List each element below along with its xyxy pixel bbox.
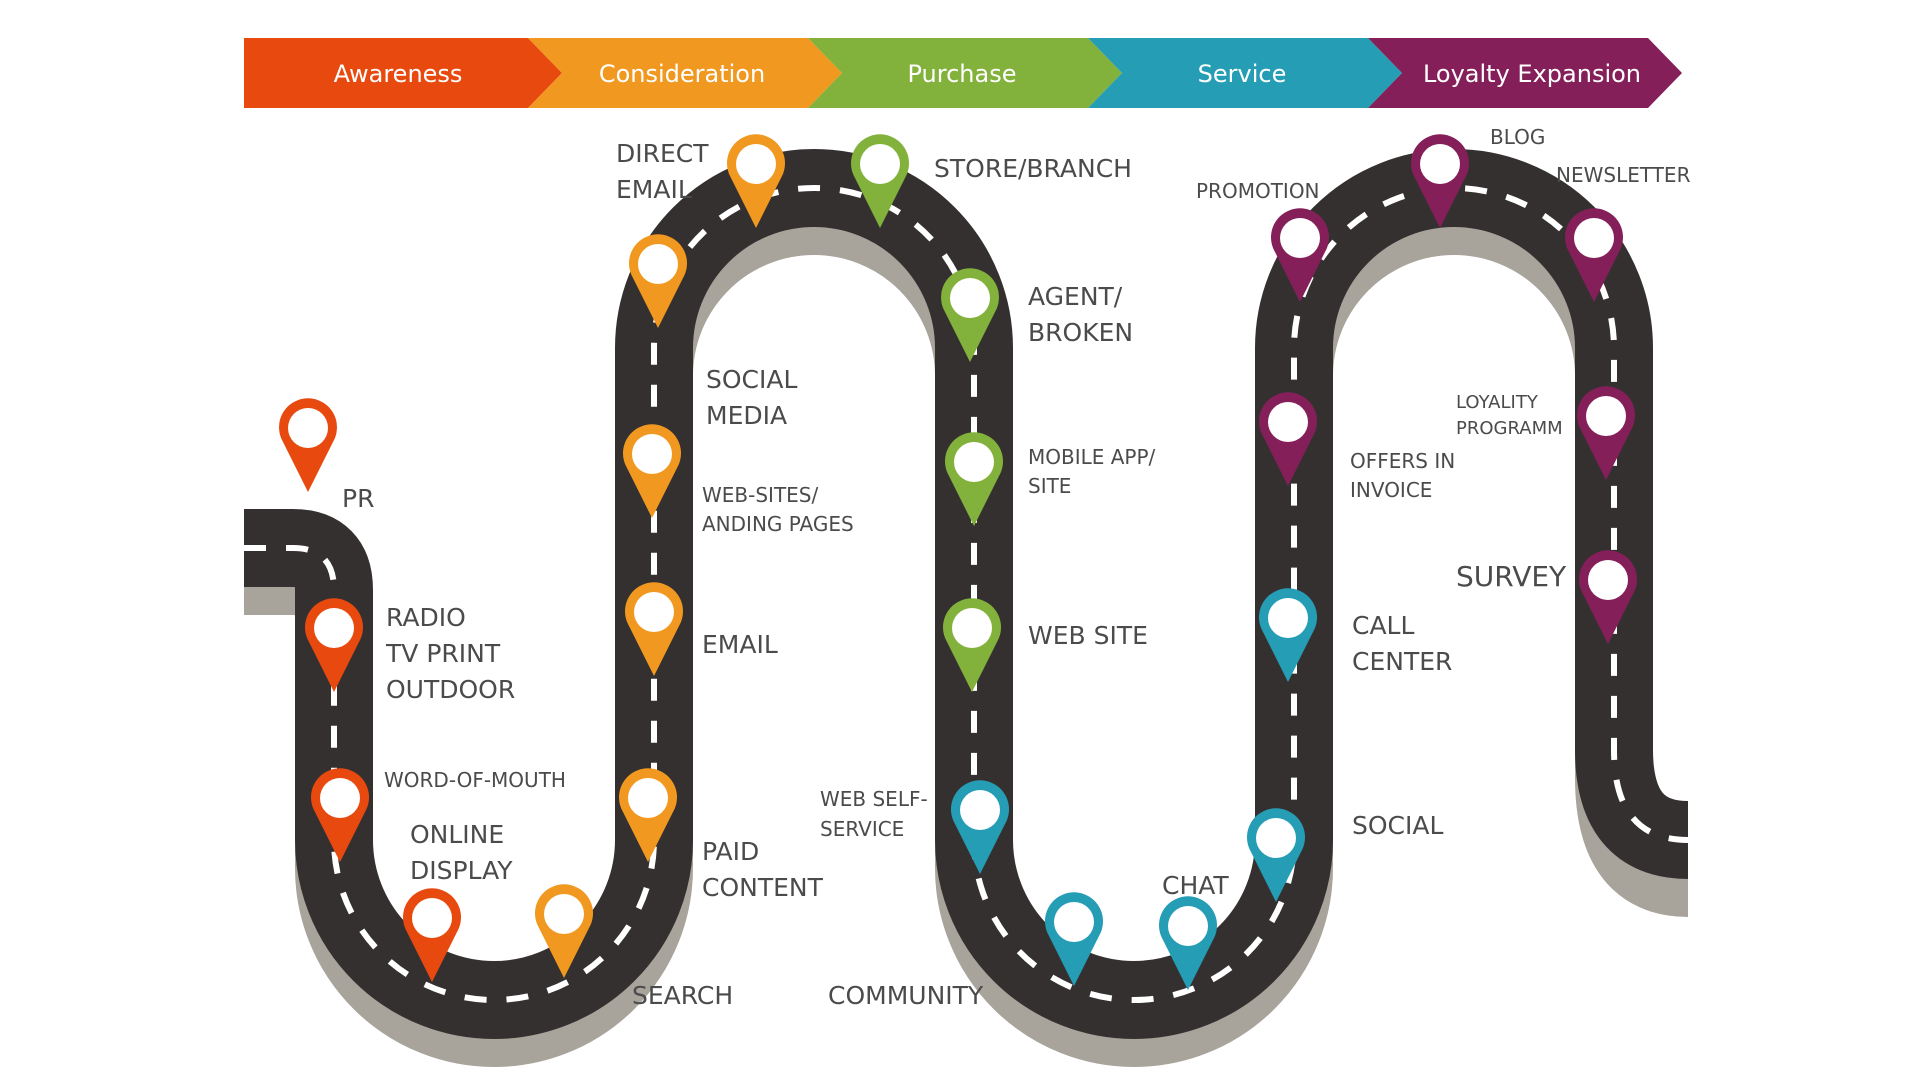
pin-web-sites (623, 424, 681, 518)
label-survey: SURVEY (1456, 560, 1567, 593)
label-promotion: PROMOTION (1196, 179, 1320, 203)
pins-loyalty (1259, 134, 1637, 644)
stage-awareness-shape (244, 38, 562, 108)
stage-consideration-label: Consideration (599, 60, 765, 88)
pin-online-display (403, 888, 461, 982)
stage-loyalty-shape (1368, 38, 1682, 108)
label-web-site: WEB SITE (1028, 621, 1148, 650)
pin-community (1045, 892, 1103, 986)
stage-awareness-label: Awareness (334, 60, 463, 88)
label-radio-tv-print-outdoor: RADIO TV PRINT OUTDOOR (385, 603, 515, 704)
label-email: EMAIL (702, 630, 778, 659)
pin-agent-broken (941, 268, 999, 362)
label-offers-in-invoice: OFFERS IN INVOICE (1350, 449, 1462, 502)
pins-service (951, 588, 1317, 990)
stage-service-shape (1088, 38, 1402, 108)
pin-radio-tv-print-outdoor (305, 598, 363, 692)
pin-promotion (1271, 208, 1329, 302)
pin-social-media (629, 234, 687, 328)
label-word-of-mouth: WORD-OF-MOUTH (384, 768, 566, 792)
stage-banner: Awareness Consideration Purchase Service… (244, 38, 1682, 108)
pins-purchase (851, 134, 1003, 692)
touchpoint-labels: PR RADIO TV PRINT OUTDOOR WORD-OF-MOUTH … (342, 125, 1691, 1010)
label-direct-email: DIRECT EMAIL (616, 139, 716, 204)
label-blog: BLOG (1490, 125, 1545, 149)
pin-survey (1579, 550, 1637, 644)
label-store-branch: STORE/BRANCH (934, 154, 1132, 183)
pin-offers-in-invoice (1259, 392, 1317, 486)
label-social: SOCIAL (1352, 811, 1443, 840)
label-mobile-app: MOBILE APP/ SITE (1028, 445, 1162, 498)
pin-email (625, 582, 683, 676)
label-chat: CHAT (1162, 871, 1229, 900)
label-web-self-service: WEB SELF- SERVICE (820, 787, 934, 841)
stage-loyalty-label: Loyalty Expansion (1423, 60, 1641, 88)
pin-word-of-mouth (311, 768, 369, 862)
pin-direct-email (727, 134, 785, 228)
label-newsletter: NEWSLETTER (1556, 163, 1691, 187)
label-search: SEARCH (632, 981, 733, 1010)
pin-store-branch (851, 134, 909, 228)
pin-loyalty-program (1577, 386, 1635, 480)
label-community: COMMUNITY (828, 981, 984, 1010)
pin-web-site (943, 598, 1001, 692)
label-online-display: ONLINE DISPLAY (410, 820, 513, 885)
label-paid-content: PAID CONTENT (702, 837, 824, 902)
pin-pr (279, 398, 337, 492)
pin-paid-content (619, 768, 677, 862)
pin-newsletter (1565, 208, 1623, 302)
stage-consideration-shape (528, 38, 842, 108)
label-agent-broken: AGENT/ BROKEN (1028, 282, 1133, 347)
pin-blog (1411, 134, 1469, 228)
label-call-center: CALL CENTER (1352, 611, 1452, 676)
pin-mobile-app (945, 432, 1003, 526)
pin-chat (1159, 896, 1217, 990)
pin-search (535, 884, 593, 978)
pin-social (1247, 808, 1305, 902)
pins-awareness (279, 398, 461, 982)
pin-call-center (1259, 588, 1317, 682)
label-social-media: SOCIAL MEDIA (706, 365, 805, 430)
label-pr: PR (342, 484, 374, 513)
pin-web-self-service (951, 780, 1009, 874)
pins-consideration (535, 134, 785, 978)
stage-purchase-shape (808, 38, 1122, 108)
label-web-sites: WEB-SITES/ ANDING PAGES (702, 483, 854, 536)
label-loyalty-program: LOYALITY PROGRAMM (1456, 392, 1563, 439)
stage-purchase-label: Purchase (908, 60, 1017, 88)
stage-service-label: Service (1198, 60, 1287, 88)
